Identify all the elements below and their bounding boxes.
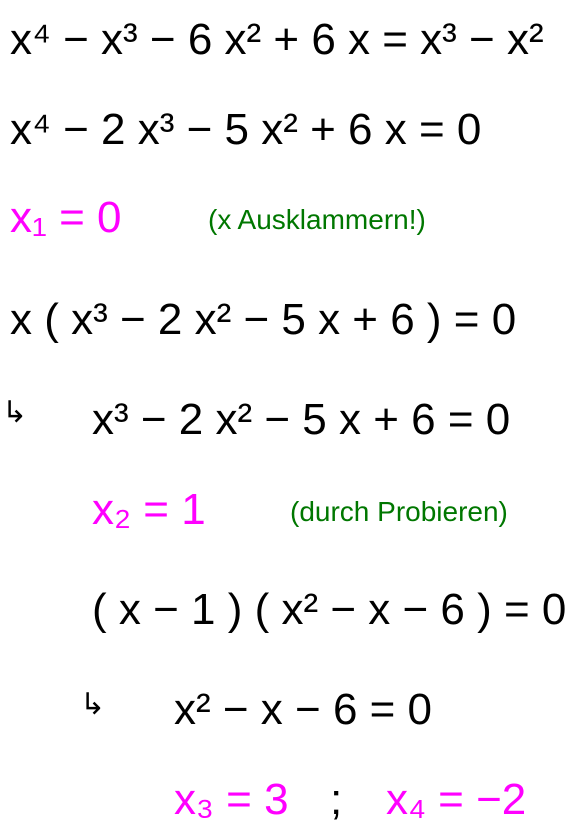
hint-factor-out: (x Ausklammern!): [208, 204, 426, 235]
hint-trial: (durch Probieren): [290, 496, 508, 527]
equation-quadratic: x² − x − 6 = 0: [174, 685, 433, 734]
equation-factored: x ( x³ − 2 x² − 5 x + 6 ) = 0: [10, 295, 517, 344]
solution-x3: x₃ = 3: [174, 775, 289, 824]
implies-arrow-icon: ↳: [2, 395, 28, 430]
implies-arrow-icon: ↳: [80, 687, 106, 722]
equation-rearranged: x⁴ − 2 x³ − 5 x² + 6 x = 0: [10, 105, 482, 154]
equation-original: x⁴ − x³ − 6 x² + 6 x = x³ − x²: [10, 15, 544, 64]
solution-x2: x₂ = 1: [92, 485, 206, 534]
equation-cubic: x³ − 2 x² − 5 x + 6 = 0: [92, 395, 511, 444]
equation-factored-cubic: ( x − 1 ) ( x² − x − 6 ) = 0: [92, 585, 567, 634]
solution-separator: ;: [330, 775, 343, 824]
solution-x1: x₁ = 0: [10, 193, 122, 242]
solution-x4: x₄ = −2: [386, 775, 527, 824]
